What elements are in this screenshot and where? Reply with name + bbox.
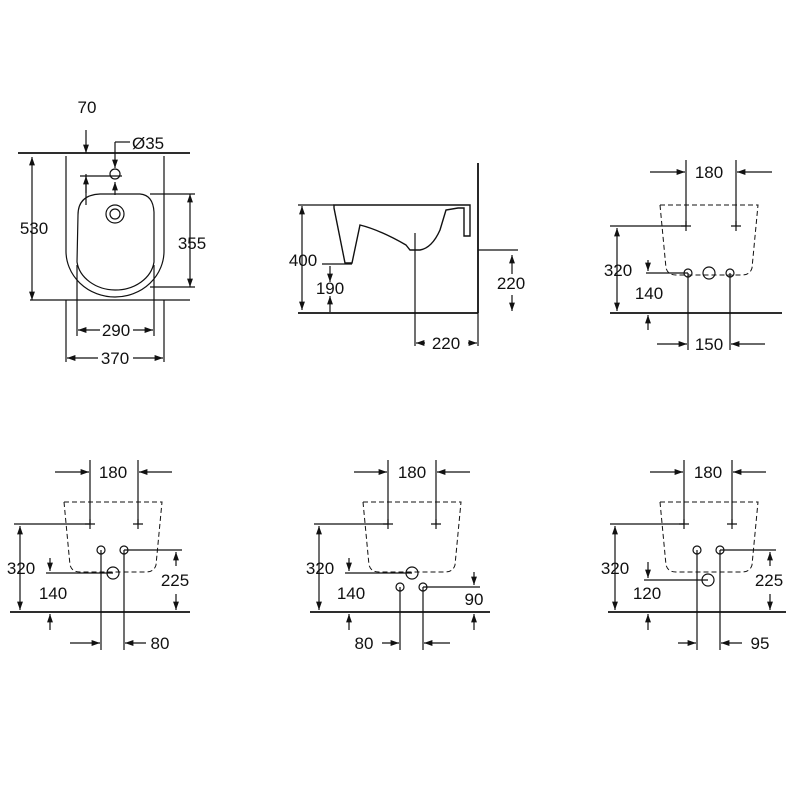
connection-holes [610,460,776,650]
dim-320: 320 [604,261,632,280]
dim-180: 180 [694,463,722,482]
dim-530: 530 [20,219,48,238]
bidet-outline [63,501,163,573]
tap-hole [109,168,121,180]
dim-80: 80 [355,634,374,653]
dim-180: 180 [398,463,426,482]
dim-150: 150 [695,335,723,354]
bidet-profile [333,204,471,264]
dim-320: 320 [601,559,629,578]
connection-view-2: 180 320 140 225 80 [7,460,190,653]
dim-190: 190 [316,279,344,298]
connection-view-1: 180 320 140 150 [604,160,782,354]
dim-180: 180 [99,463,127,482]
dim-370: 370 [101,349,129,368]
dim-220-height: 220 [497,274,525,293]
dim-225: 225 [161,571,189,590]
bidet-outline [362,501,462,573]
bidet-outline [659,204,759,276]
dim-400: 400 [289,251,317,270]
dim-140: 140 [337,584,365,603]
dim-320: 320 [7,559,35,578]
dim-180: 180 [695,163,723,182]
connection-holes [610,160,772,350]
side-view: 400 190 220 220 [289,163,525,353]
dim-320: 320 [306,559,334,578]
dim-225: 225 [755,571,783,590]
dim-80: 80 [151,634,170,653]
plan-view: 70 Ø35 530 355 290 370 [18,98,206,368]
bidet-outline [659,501,759,573]
drain-hole [105,204,125,224]
dim-120: 120 [633,584,661,603]
connection-holes [314,460,480,650]
connection-view-3: 180 320 140 90 80 [306,460,490,653]
dim-90: 90 [465,590,484,609]
dim-140: 140 [39,584,67,603]
dim-290: 290 [102,321,130,340]
dim-355: 355 [178,234,206,253]
bowl-outline [76,193,155,291]
dim-220-depth: 220 [432,334,460,353]
bidet-outline [65,156,165,298]
connection-view-4: 180 320 120 225 95 [601,460,786,653]
dim-35: Ø35 [132,134,164,153]
connection-holes [14,460,182,650]
dim-70: 70 [78,98,97,117]
dim-95: 95 [751,634,770,653]
dim-140: 140 [635,284,663,303]
